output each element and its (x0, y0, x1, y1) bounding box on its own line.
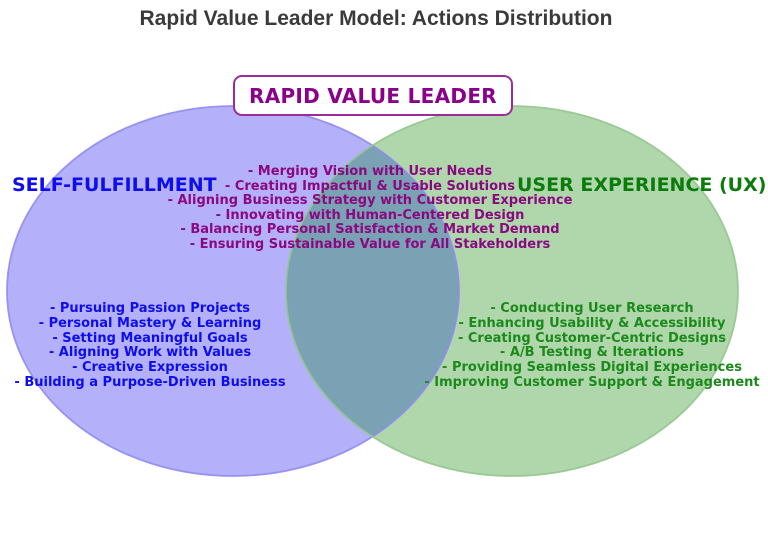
right-circle-item: - Creating Customer-Centric Designs (457, 330, 727, 346)
left-circle-item: - Building a Purpose-Driven Business (14, 374, 286, 390)
right-circle-heading: USER EXPERIENCE (UX) (517, 174, 767, 196)
left-circle-items: - Pursuing Passion Projects - Personal M… (0, 301, 300, 391)
left-circle-item: - Setting Meaningful Goals (52, 330, 248, 346)
right-circle-item: - Providing Seamless Digital Experiences (442, 360, 742, 376)
right-circle-item: - Conducting User Research (490, 301, 694, 316)
left-circle-item: - Pursuing Passion Projects (49, 301, 251, 316)
rapid-value-leader-box: RAPID VALUE LEADER (233, 75, 513, 116)
left-circle-item: - Personal Mastery & Learning (38, 315, 262, 331)
right-circle-items: - Conducting User Research - Enhancing U… (412, 301, 768, 391)
right-circle-item: - Improving Customer Support & Engagemen… (424, 374, 760, 390)
overlap-item: - Merging Vision with User Needs (247, 164, 493, 179)
overlap-item: - Ensuring Sustainable Value for All Sta… (189, 236, 551, 252)
rapid-value-leader-label: RAPID VALUE LEADER (249, 83, 497, 108)
left-circle-item: - Creative Expression (72, 360, 228, 376)
right-circle-item: - Enhancing Usability & Accessibility (458, 315, 726, 331)
left-circle-item: - Aligning Work with Values (48, 345, 252, 361)
right-circle-item: - A/B Testing & Iterations (499, 345, 685, 361)
overlap-region-shape (286, 106, 459, 476)
overlap-item: - Balancing Personal Satisfaction & Mark… (180, 222, 560, 238)
overlap-items: - Merging Vision with User Needs - Creat… (150, 164, 590, 253)
left-circle-heading: SELF-FULFILLMENT (12, 174, 217, 196)
page-title: Rapid Value Leader Model: Actions Distri… (139, 7, 613, 30)
overlap-item: - Aligning Business Strategy with Custom… (167, 193, 573, 209)
overlap-item: - Innovating with Human-Centered Design (215, 207, 525, 223)
overlap-item: - Creating Impactful & Usable Solutions (224, 178, 516, 194)
